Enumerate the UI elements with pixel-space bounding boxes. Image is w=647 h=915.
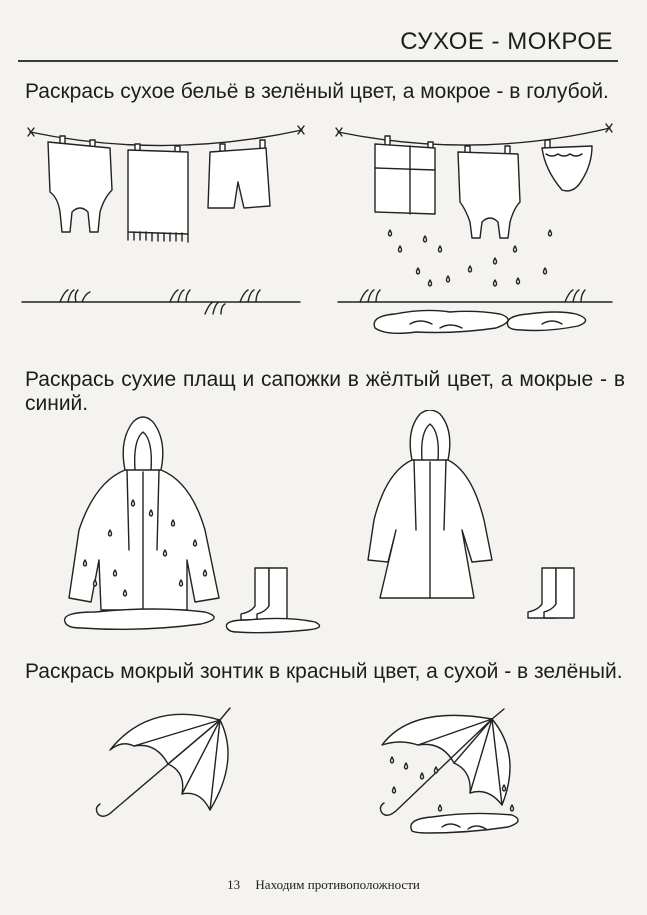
dry-raincoat-and-boots-illustration [367,410,575,619]
wet-laundry-illustration [335,123,613,335]
wet-raincoat-and-boots-illustration [63,416,321,634]
task-umbrella-instruction: Раскрась мокрый зонтик в красный цвет, а… [25,660,623,683]
dry-laundry-illustration [21,125,305,315]
task-raincoat-instruction: Раскрась сухие плащ и сапожки в жёлтый ц… [25,368,625,415]
dry-umbrella-illustration [95,707,231,817]
header-divider [18,60,618,62]
wet-umbrella-illustration [379,708,519,834]
task-laundry-instruction: Раскрась сухое бельё в зелёный цвет, а м… [25,80,609,103]
page-title: СУХОЕ - МОКРОЕ [400,28,613,55]
page-number: 13 [227,877,241,892]
page-footer: 13 Находим противоположности [0,877,647,893]
book-title: Находим противоположности [255,877,420,892]
